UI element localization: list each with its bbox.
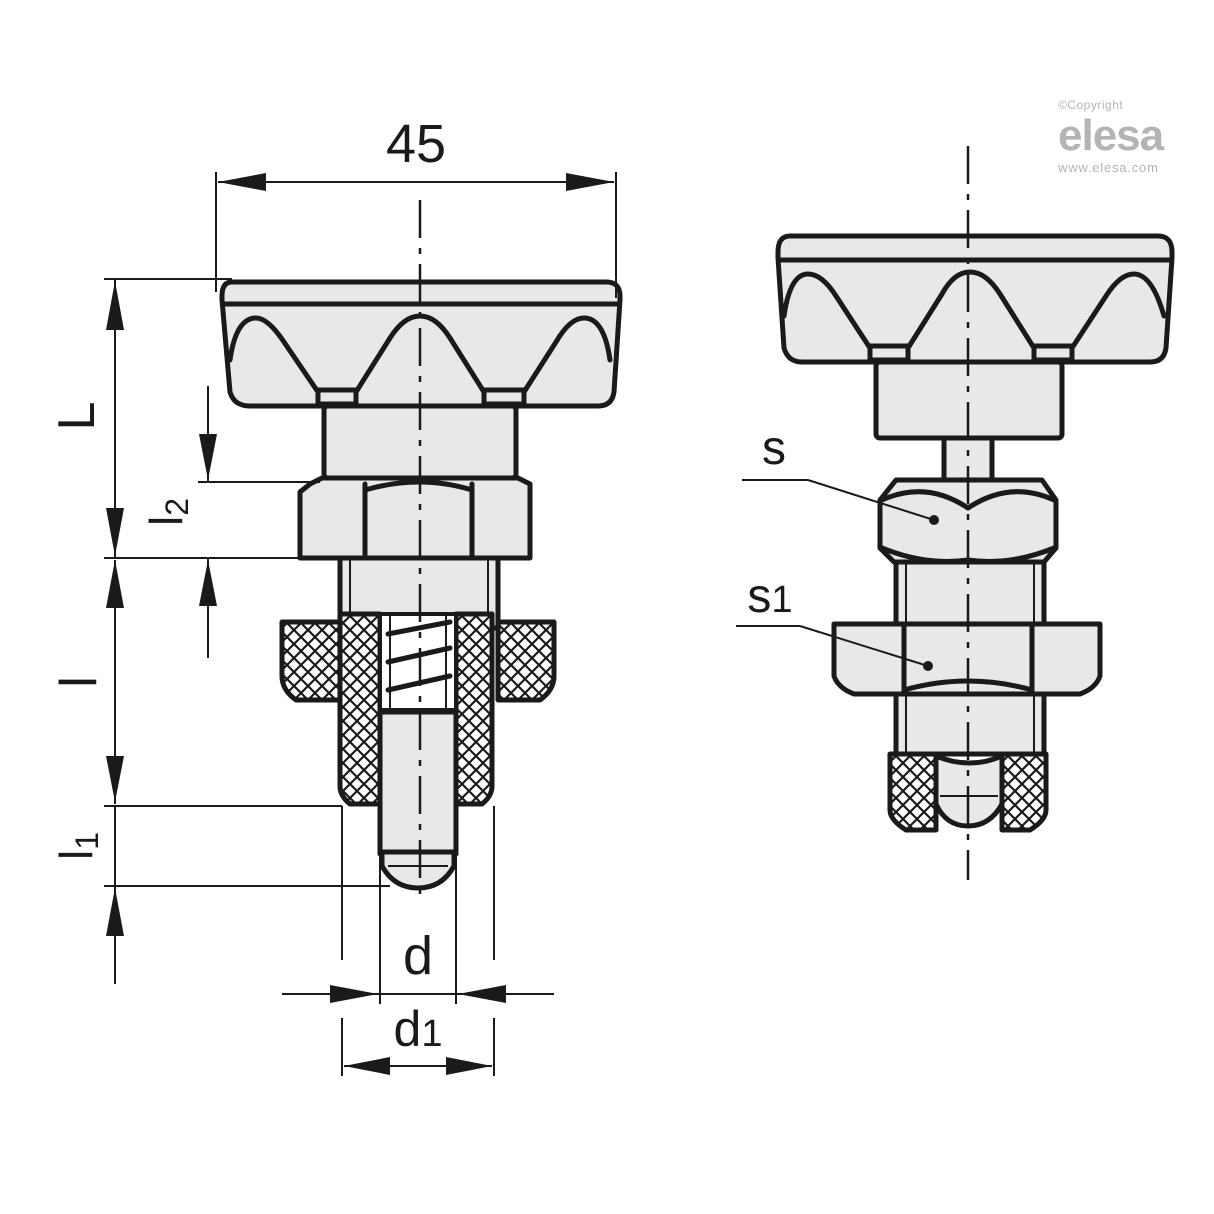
dimension-width-45: 45 — [215, 114, 617, 298]
dimension-l2: l2 — [140, 386, 320, 658]
leader-s: s — [742, 422, 939, 525]
dimension-d1: d1 — [341, 1001, 495, 1076]
body-side — [893, 559, 1047, 627]
brand-logo: elesa — [1058, 111, 1164, 160]
svg-text:d1: d1 — [394, 1001, 443, 1057]
svg-text:l1: l1 — [50, 832, 105, 860]
dimension-l1: l1 — [50, 806, 390, 984]
dim-label-d1: d — [394, 1001, 422, 1057]
dim-label-L: L — [48, 402, 106, 431]
knurled-section — [279, 611, 557, 807]
knob-head-side — [775, 233, 1175, 365]
label-s1: s — [747, 570, 771, 623]
dim-label-l2: l — [140, 516, 192, 526]
dimension-L: L — [48, 278, 298, 559]
front-view: 45 L l2 l — [48, 114, 623, 1076]
svg-text:s1: s1 — [747, 570, 792, 623]
side-view: s s1 — [736, 146, 1175, 880]
dim-label-l: l — [50, 676, 108, 688]
dim-label-45: 45 — [386, 114, 446, 174]
hex-nut-s — [877, 477, 1059, 565]
lower-body-side — [893, 691, 1047, 757]
plunger-pin — [377, 709, 459, 891]
knurled-section-side — [887, 751, 1049, 833]
dim-label-d: d — [403, 926, 433, 986]
hex-nut — [297, 475, 533, 561]
copyright-text: ©Copyright — [1058, 98, 1124, 112]
dimension-l: l — [50, 560, 342, 807]
dimension-d: d — [282, 806, 554, 1004]
website-url: www.elesa.com — [1058, 160, 1159, 175]
dim-label-l1: l — [50, 850, 102, 860]
leader-s1: s1 — [736, 570, 933, 671]
elesa-watermark: ©Copyright elesa www.elesa.com — [1058, 98, 1208, 175]
label-s: s — [762, 422, 786, 475]
svg-text:l2: l2 — [140, 498, 195, 526]
